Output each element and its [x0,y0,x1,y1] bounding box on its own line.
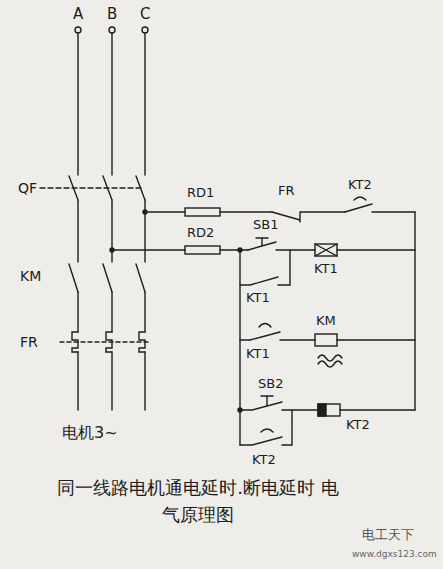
component-name: SB2 [258,377,283,392]
phase-name: C [140,6,150,23]
watermark: 电工天下 [362,528,414,543]
watermark: www.dgxs123.com [352,549,437,559]
component-name: KT2 [346,418,370,433]
terminal [109,27,115,33]
component-name: QF [18,180,37,196]
phase-name: A [73,6,83,23]
terminal [75,27,81,33]
control-circuit [110,197,415,445]
component-name: FR [20,334,38,350]
component-name: KT2 [348,178,372,193]
caption: 同一线路电机通电延时.断电延时 电气原理图 [52,474,344,528]
phase-name: B [107,6,117,23]
component-name: KM [316,314,336,329]
component-name: KT1 [246,291,270,306]
component-name: KT2 [252,453,276,468]
component-name: KM [20,268,41,284]
component-name: RD2 [187,226,214,241]
motor-name: 电机3~ [62,424,118,442]
component-name: SB1 [253,218,278,233]
component-name: FR [278,184,295,199]
terminal [142,27,148,33]
component-name: KT1 [314,262,338,277]
component-name: RD1 [187,186,214,201]
component-name: KT1 [246,347,270,362]
scribble [318,355,342,367]
power-circuit [40,33,150,410]
